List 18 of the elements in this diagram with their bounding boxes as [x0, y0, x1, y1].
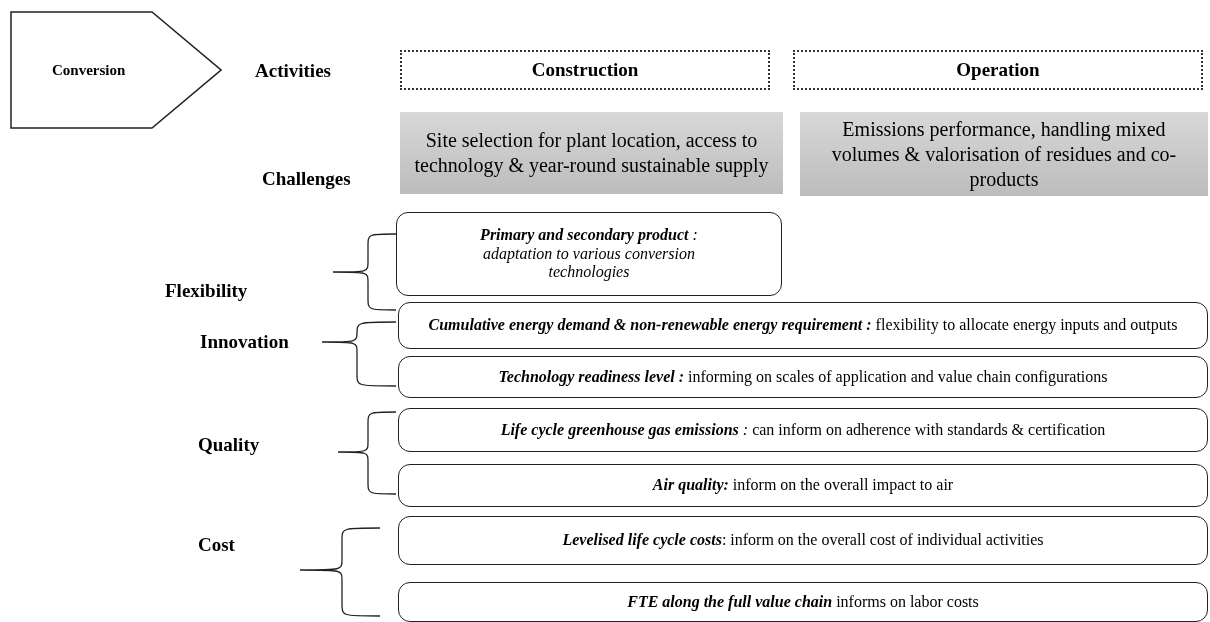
indicator-box: FTE along the full value chain informs on labor costs: [398, 582, 1208, 622]
indicator-box: Life cycle greenhouse gas emissions : can inform on adherence with standards & certification: [398, 408, 1208, 452]
category-label: Quality: [198, 434, 260, 456]
category-label: Flexibility: [165, 280, 248, 302]
activity-box: Construction: [400, 50, 770, 90]
node-label: Conversion: [52, 61, 126, 79]
indicator-box: Cumulative energy demand & non-renewable energy requirement : flexibility to allocate energy inputs and outputs: [398, 302, 1208, 349]
category-label: Innovation: [200, 331, 289, 353]
indicator-box: Air quality: inform on the overall impact to air: [398, 464, 1208, 507]
challenge-banner: Site selection for plant location, access to technology & year-round sustainable supply: [400, 112, 783, 194]
category-label: Cost: [198, 534, 235, 556]
indicator-box: Technology readiness level : informing on scales of application and value chain configurations: [398, 356, 1208, 398]
indicator-box: Primary and secondary product : adaptation to various conversion technologies: [396, 212, 782, 296]
activity-box: Operation: [793, 50, 1203, 90]
category-label: Challenges: [262, 168, 351, 190]
challenge-banner: Emissions performance, handling mixed volumes & valorisation of residues and co-products: [800, 112, 1208, 196]
category-label: Activities: [255, 60, 331, 82]
indicator-box: Levelised life cycle costs: inform on the overall cost of individual activities: [398, 516, 1208, 565]
